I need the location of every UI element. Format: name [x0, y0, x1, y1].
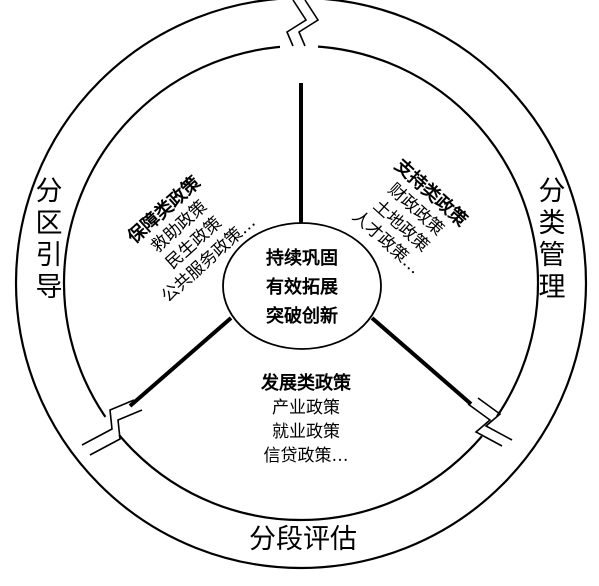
- outer-right-label: 分 类 管 理: [539, 176, 566, 303]
- outer-left-char-3: 引: [36, 240, 63, 271]
- spoke-right: [370, 316, 473, 406]
- sector-bottom-heading: 发展类政策: [260, 372, 352, 394]
- center-line-2: 有效拓展: [266, 276, 339, 298]
- outer-left-char-4: 导: [36, 272, 63, 303]
- spoke-left: [128, 316, 233, 408]
- outer-bottom-label: 分段评估: [249, 524, 357, 555]
- outer-right-char-4: 理: [539, 272, 566, 303]
- outer-right-char-3: 管: [539, 240, 566, 271]
- center-line-3: 突破创新: [266, 305, 338, 327]
- ring-break-left: [78, 398, 144, 456]
- outer-left-char-2: 区: [36, 208, 63, 239]
- outer-right-char-1: 分: [539, 176, 566, 207]
- sector-bottom-item-3: 信贷政策…: [264, 446, 349, 466]
- center-line-1: 持续巩固: [266, 247, 338, 269]
- outer-left-label: 分 区 引 导: [36, 176, 63, 303]
- sector-bottom: 发展类政策 产业政策 就业政策 信贷政策…: [260, 372, 352, 466]
- center-ellipse: [222, 222, 382, 350]
- sector-bottom-item-1: 产业政策: [272, 398, 340, 418]
- ring-break-top: [280, 0, 320, 54]
- sector-bottom-item-2: 就业政策: [272, 422, 340, 442]
- ring-break-right: [458, 397, 520, 452]
- outer-left-char-1: 分: [36, 176, 63, 207]
- outer-ring: [14, 0, 588, 570]
- outer-right-char-2: 类: [539, 208, 566, 239]
